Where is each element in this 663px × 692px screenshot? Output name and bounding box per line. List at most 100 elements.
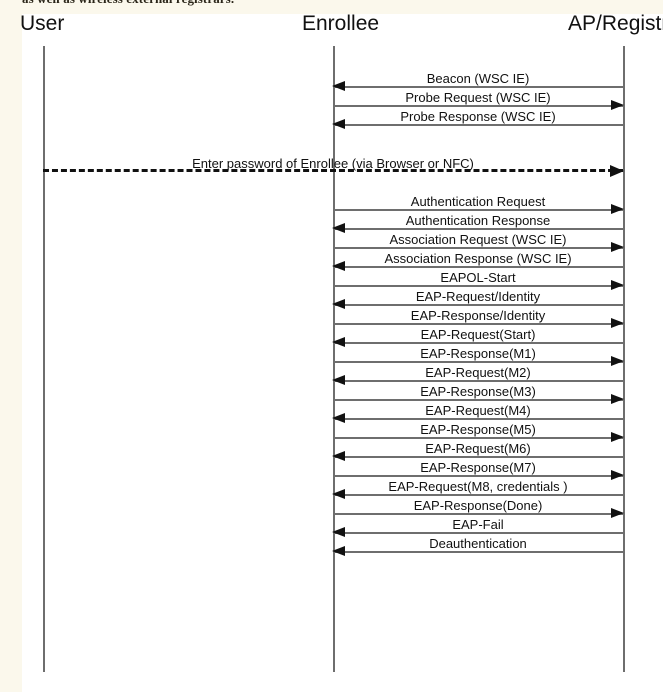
arrowhead-left-icon: [332, 413, 345, 423]
arrowhead-left-icon: [332, 81, 345, 91]
message-row: Enter password of Enrollee (via Browser …: [43, 154, 624, 177]
message-label: Probe Request (WSC IE): [405, 90, 551, 105]
message-line: [333, 228, 623, 230]
arrowhead-left-icon: [332, 527, 345, 537]
arrowhead-right-icon: [611, 508, 624, 518]
message-label: Association Response (WSC IE): [384, 251, 572, 266]
message-label: EAP-Request(M8, credentials ): [388, 479, 568, 494]
message-row: Beacon (WSC IE): [332, 69, 623, 91]
page-margin-top-strip: [0, 0, 663, 14]
message-line: [43, 169, 623, 172]
lifeline-ap-registrar: [623, 46, 625, 672]
message-label: Authentication Response: [405, 213, 551, 228]
clipped-document-caption: as well as wireless external registrars.: [22, 0, 422, 13]
arrowhead-right-icon: [611, 394, 624, 404]
message-line: [333, 342, 623, 344]
message-label: EAP-Response(M1): [420, 346, 536, 361]
message-row: EAP-Response(Done): [333, 496, 624, 518]
message-label: Probe Response (WSC IE): [400, 109, 556, 124]
arrowhead-left-icon: [332, 261, 345, 271]
message-row: Deauthentication: [332, 534, 623, 556]
arrowhead-right-icon: [611, 470, 624, 480]
arrowhead-right-icon: [611, 356, 624, 366]
message-line: [333, 247, 623, 249]
message-line: [333, 513, 623, 515]
message-row: EAP-Response(M7): [333, 458, 624, 480]
message-line: [333, 380, 623, 382]
message-row: EAP-Request/Identity: [332, 287, 623, 309]
arrowhead-left-icon: [332, 451, 345, 461]
actor-label-enrollee: Enrollee: [302, 12, 380, 35]
message-label: EAP-Request/Identity: [415, 289, 541, 304]
lifeline-enrollee: [333, 46, 335, 672]
message-row: EAP-Fail: [332, 515, 623, 537]
message-line: [333, 323, 623, 325]
arrowhead-right-icon: [611, 100, 624, 110]
message-label: EAP-Response(Done): [413, 498, 543, 513]
arrowhead-right-icon: [611, 242, 624, 252]
arrowhead-left-icon: [332, 546, 345, 556]
message-row: EAP-Request(Start): [332, 325, 623, 347]
message-line: [333, 285, 623, 287]
message-row: Authentication Request: [333, 192, 624, 214]
message-row: EAP-Request(M6): [332, 439, 623, 461]
message-line: [333, 124, 623, 126]
message-row: EAP-Response(M3): [333, 382, 624, 404]
message-label: EAP-Request(M6): [425, 441, 531, 456]
message-line: [333, 456, 623, 458]
message-line: [333, 86, 623, 88]
lifeline-user: [43, 46, 45, 672]
arrowhead-left-icon: [332, 337, 345, 347]
arrowhead-left-icon: [332, 489, 345, 499]
message-label: Beacon (WSC IE): [426, 71, 530, 86]
message-line: [333, 209, 623, 211]
message-label: EAP-Response/Identity: [410, 308, 546, 323]
arrowhead-right-icon: [610, 165, 624, 177]
message-row: EAPOL-Start: [333, 268, 624, 290]
message-label: Deauthentication: [429, 536, 527, 551]
message-row: EAP-Request(M4): [332, 401, 623, 423]
message-line: [333, 266, 623, 268]
message-line: [333, 304, 623, 306]
message-label: EAP-Request(Start): [420, 327, 536, 342]
message-row: EAP-Request(M2): [332, 363, 623, 385]
arrowhead-left-icon: [332, 299, 345, 309]
message-row: EAP-Request(M8, credentials ): [332, 477, 623, 499]
message-row: Authentication Response: [332, 211, 623, 233]
message-label: EAP-Request(M2): [425, 365, 531, 380]
message-row: EAP-Response/Identity: [333, 306, 624, 328]
actor-label-ap-registrar: AP/Registr: [568, 12, 663, 35]
arrowhead-left-icon: [332, 223, 345, 233]
message-row: EAP-Response(M1): [333, 344, 624, 366]
message-label: Enter password of Enrollee (via Browser …: [192, 156, 474, 171]
page-margin-strip: [0, 0, 22, 692]
message-line: [333, 437, 623, 439]
message-label: EAPOL-Start: [440, 270, 516, 285]
message-row: Probe Request (WSC IE): [333, 88, 624, 110]
message-row: EAP-Response(M5): [333, 420, 624, 442]
message-row: Association Request (WSC IE): [333, 230, 624, 252]
message-line: [333, 551, 623, 553]
message-line: [333, 399, 623, 401]
message-label: EAP-Response(M3): [420, 384, 536, 399]
message-label: EAP-Request(M4): [425, 403, 531, 418]
message-line: [333, 475, 623, 477]
message-line: [333, 494, 623, 496]
arrowhead-left-icon: [332, 119, 345, 129]
message-line: [333, 532, 623, 534]
message-line: [333, 361, 623, 363]
message-label: EAP-Response(M7): [420, 460, 536, 475]
message-label: Authentication Request: [410, 194, 546, 209]
message-line: [333, 105, 623, 107]
arrowhead-right-icon: [611, 204, 624, 214]
actor-label-user: User: [20, 12, 65, 35]
message-label: EAP-Response(M5): [420, 422, 536, 437]
message-label: Association Request (WSC IE): [389, 232, 567, 247]
message-line: [333, 418, 623, 420]
arrowhead-right-icon: [611, 318, 624, 328]
message-row: Probe Response (WSC IE): [332, 107, 623, 129]
arrowhead-right-icon: [611, 432, 624, 442]
arrowhead-left-icon: [332, 375, 345, 385]
message-label: EAP-Fail: [452, 517, 504, 532]
